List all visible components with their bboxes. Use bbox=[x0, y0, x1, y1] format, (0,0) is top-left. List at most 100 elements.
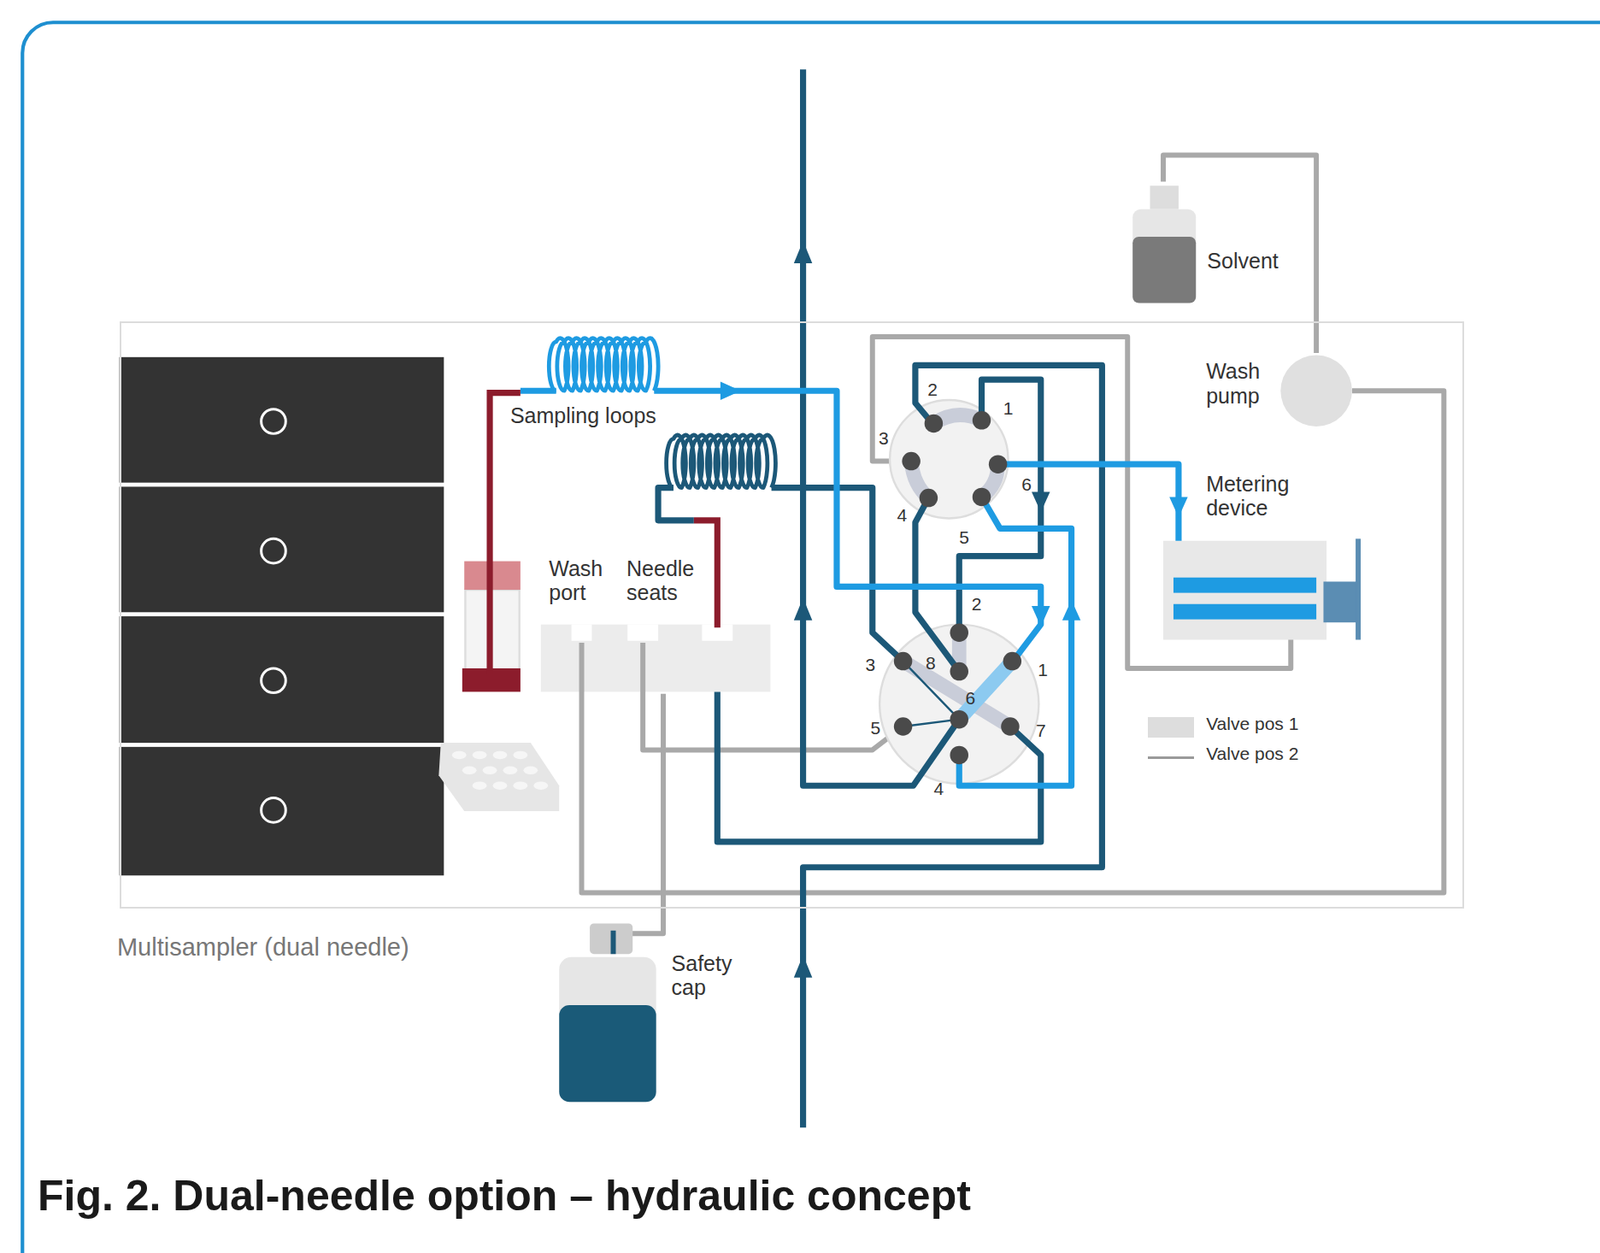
safety-cap-bottle: Safety cap bbox=[551, 920, 751, 1105]
drawer-knob bbox=[261, 538, 287, 564]
valve-port bbox=[1000, 717, 1019, 736]
valve-port bbox=[950, 662, 969, 681]
valve-port bbox=[1003, 652, 1022, 671]
drawer-knob bbox=[261, 409, 287, 435]
bottle-cap bbox=[1150, 185, 1179, 209]
metering-plunger bbox=[1323, 581, 1357, 623]
valve-port bbox=[988, 454, 1007, 473]
part-label: Needle seats bbox=[626, 556, 706, 606]
valve-port bbox=[972, 411, 991, 430]
figure-frame bbox=[22, 22, 1600, 1253]
sample-line bbox=[958, 496, 1071, 786]
port-number: 5 bbox=[870, 717, 882, 739]
solvent-line bbox=[1163, 154, 1317, 353]
sample-line bbox=[653, 390, 1041, 659]
column-outlet-line bbox=[803, 69, 960, 786]
valve-port bbox=[924, 414, 943, 433]
sample-line bbox=[998, 464, 1179, 580]
well bbox=[472, 781, 488, 790]
port-number: 8 bbox=[925, 652, 936, 674]
wash-pump-symbol bbox=[1280, 354, 1353, 427]
well bbox=[513, 751, 529, 760]
valve-port bbox=[894, 652, 912, 671]
drawer-knob bbox=[261, 668, 287, 694]
metering-body bbox=[1163, 541, 1327, 641]
module-housing: Multisampler (dual needle)Wash pumpMeter… bbox=[119, 321, 1465, 908]
wash-lines bbox=[582, 336, 1445, 944]
solvent-bottle-body bbox=[1132, 209, 1196, 304]
node-label: Solvent bbox=[1206, 248, 1278, 274]
waste-liquid bbox=[558, 1005, 656, 1102]
valve-port bbox=[894, 717, 912, 736]
waste-tube bbox=[611, 930, 617, 954]
wash-line bbox=[642, 642, 903, 750]
well bbox=[533, 781, 548, 790]
drawer-knob bbox=[261, 798, 287, 824]
valve-port bbox=[972, 488, 991, 506]
flow-arrow bbox=[720, 381, 742, 400]
solvent-liquid bbox=[1132, 236, 1196, 304]
flow-line bbox=[958, 379, 1042, 633]
needle-seat-slot bbox=[627, 624, 659, 642]
port-number: 7 bbox=[1035, 720, 1047, 742]
well bbox=[513, 781, 529, 790]
solvent-bottle: Solvent bbox=[1127, 182, 1301, 307]
flow-arrow bbox=[1031, 491, 1050, 512]
waste-bottle-body bbox=[558, 957, 656, 1103]
needle bbox=[694, 520, 718, 628]
port-number: 5 bbox=[958, 527, 970, 548]
well bbox=[523, 766, 538, 776]
valve-port bbox=[919, 488, 938, 507]
port-number: 3 bbox=[878, 428, 889, 449]
needle bbox=[489, 393, 521, 674]
sampling-loop-coil bbox=[548, 338, 659, 392]
well bbox=[493, 781, 508, 790]
well bbox=[493, 751, 508, 760]
lower-valve bbox=[879, 624, 1039, 784]
well bbox=[472, 751, 488, 760]
wash-line bbox=[582, 390, 1445, 893]
well-plate-wells bbox=[452, 751, 548, 790]
sample-drawer bbox=[119, 357, 445, 483]
well bbox=[482, 766, 498, 776]
well bbox=[462, 766, 477, 776]
flow-line bbox=[658, 488, 695, 521]
port-number: 6 bbox=[1021, 474, 1032, 495]
sample-drawer bbox=[119, 747, 445, 876]
metering-plunger-head bbox=[1355, 538, 1361, 640]
valve-port bbox=[950, 746, 969, 765]
wash-port-slot bbox=[571, 624, 593, 642]
port-number: 2 bbox=[971, 594, 983, 615]
valve-port bbox=[950, 710, 969, 729]
flow-arrow bbox=[1031, 605, 1050, 627]
metering-device: Metering device bbox=[1161, 469, 1363, 642]
port-number: 6 bbox=[965, 688, 977, 709]
part-label: Sampling loops bbox=[510, 403, 657, 429]
flow-arrow bbox=[1169, 496, 1188, 518]
wash-pump: Wash pump bbox=[1201, 352, 1355, 429]
part-label: Wash port bbox=[548, 556, 618, 606]
flow-arrows bbox=[720, 241, 1189, 978]
flow-arrow bbox=[794, 241, 812, 264]
port-number: 2 bbox=[927, 379, 938, 400]
node-label: Multisampler (dual needle) bbox=[117, 933, 410, 962]
safety-cap bbox=[589, 923, 633, 954]
node-label: Wash pump bbox=[1205, 358, 1275, 409]
wash-seat-tray bbox=[541, 624, 771, 693]
valve-port bbox=[901, 452, 920, 471]
figure-caption: Fig. 2. Dual-needle option – hydraulic c… bbox=[37, 1172, 971, 1220]
flow-arrow bbox=[1062, 600, 1081, 621]
metering-barrel bbox=[1173, 604, 1317, 620]
upper-valve bbox=[889, 400, 1008, 518]
flow-arrow bbox=[794, 954, 812, 977]
legend-line-sample bbox=[1147, 756, 1195, 760]
port-number: 1 bbox=[1037, 659, 1048, 681]
valve-ports bbox=[894, 411, 1022, 765]
legend-label: Valve pos 2 bbox=[1205, 743, 1299, 765]
node-label: Safety cap bbox=[671, 951, 741, 1001]
well-plate bbox=[438, 742, 559, 812]
waste-line bbox=[624, 694, 664, 944]
